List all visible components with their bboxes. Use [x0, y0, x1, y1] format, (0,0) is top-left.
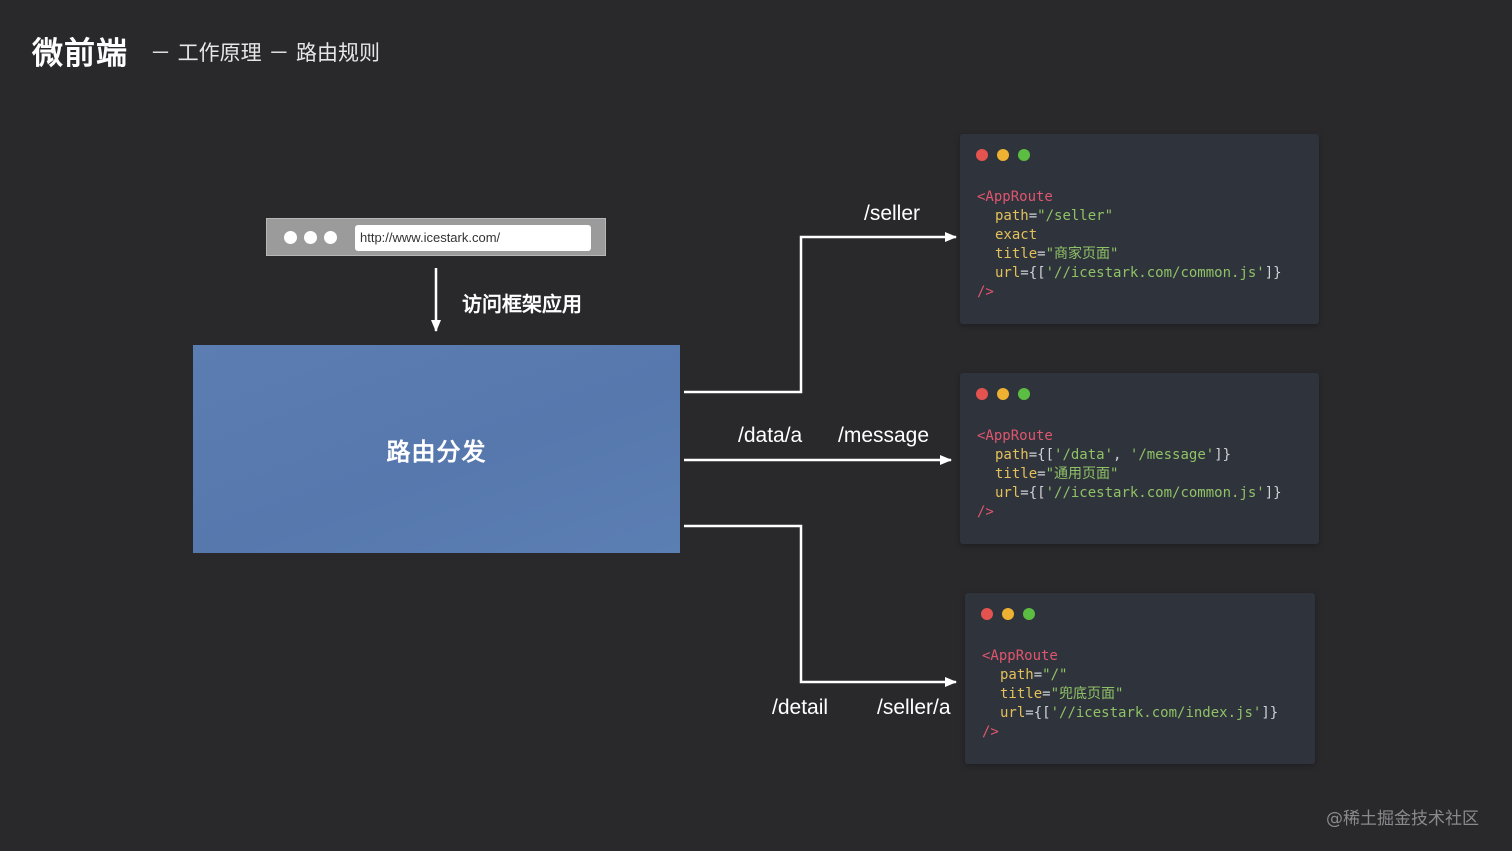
code-line: url={['//icestark.com/common.js']} — [977, 264, 1282, 283]
browser-dot-icon — [324, 231, 337, 244]
route-label-seller-a: /seller/a — [877, 696, 951, 719]
code-token: '//icestark.com/common.js' — [1045, 265, 1265, 281]
route-label-message: /message — [838, 424, 930, 447]
code-token: /> — [977, 284, 994, 300]
code-token: <AppRoute — [982, 648, 1058, 664]
code-token: url — [1000, 705, 1026, 721]
code-token: '//icestark.com/common.js' — [1045, 485, 1265, 501]
close-dot-icon — [976, 388, 988, 400]
code-token: ={[ — [1020, 485, 1046, 501]
code-token: = — [1042, 686, 1051, 702]
code-token: ={[ — [1020, 265, 1046, 281]
route-label-seller: /seller — [864, 202, 921, 225]
code-token: path — [995, 208, 1029, 224]
code-token: title — [995, 246, 1038, 262]
code-token: '/data' — [1054, 447, 1114, 463]
code-token: = — [1037, 466, 1046, 482]
code-token: ={[ — [1025, 705, 1051, 721]
router-label: 路由分发 — [386, 437, 487, 466]
browser-window: http://www.icestark.com/ — [266, 218, 606, 256]
code-line: <AppRoute — [982, 647, 1278, 666]
code-token: ]} — [1214, 447, 1232, 463]
code-line: title="通用页面" — [977, 465, 1282, 484]
watermark: @稀土掘金技术社区 — [1326, 809, 1479, 829]
code-token: '//icestark.com/index.js' — [1050, 705, 1262, 721]
code-line: <AppRoute — [977, 427, 1282, 446]
maximize-dot-icon — [1018, 149, 1030, 161]
maximize-dot-icon — [1023, 608, 1035, 620]
code-line: url={['//icestark.com/common.js']} — [977, 484, 1282, 503]
code-token: exact — [995, 227, 1038, 243]
code-token: url — [995, 485, 1021, 501]
code-token: title — [1000, 686, 1043, 702]
code-token: ]} — [1264, 265, 1282, 281]
code-token: = — [1033, 667, 1043, 683]
code-line: exact — [977, 226, 1282, 245]
minimize-dot-icon — [997, 388, 1009, 400]
browser-url-bar[interactable]: http://www.icestark.com/ — [355, 225, 591, 251]
code-token: path — [1000, 667, 1034, 683]
code-token: title — [995, 466, 1038, 482]
code-token: url — [995, 265, 1021, 281]
maximize-dot-icon — [1018, 388, 1030, 400]
minimize-dot-icon — [997, 149, 1009, 161]
code-token: = — [1028, 208, 1038, 224]
browser-dot-icon — [284, 231, 297, 244]
code-token: ]} — [1261, 705, 1279, 721]
close-dot-icon — [976, 149, 988, 161]
code-line: title="兜底页面" — [982, 685, 1278, 704]
page-subtitle: － 工作原理 － 路由规则 — [150, 41, 381, 65]
router-box: 路由分发 — [193, 345, 680, 553]
fallback-route-arrow — [684, 524, 957, 687]
code-token: , — [1113, 447, 1130, 463]
code-token: <AppRoute — [977, 189, 1053, 205]
code-line: url={['//icestark.com/index.js']} — [982, 704, 1278, 723]
code-line: /> — [977, 283, 1282, 302]
code-line: title="商家页面" — [977, 245, 1282, 264]
browser-dot-icon — [304, 231, 317, 244]
code-line: path="/seller" — [977, 207, 1282, 226]
code-token: "/seller" — [1037, 208, 1114, 224]
code-token: '/message' — [1129, 447, 1215, 463]
code-token: /> — [977, 504, 994, 520]
code-token: <AppRoute — [977, 428, 1053, 444]
code-token: "兜底页面" — [1050, 686, 1124, 702]
code-line: /> — [982, 723, 1278, 742]
code-token: ]} — [1264, 485, 1282, 501]
seller-route-arrow — [684, 232, 957, 394]
page-title: 微前端 — [32, 36, 128, 72]
code-line: <AppRoute — [977, 188, 1282, 207]
route-label-data: /data/a — [738, 424, 803, 447]
close-dot-icon — [981, 608, 993, 620]
code-line: path={['/data', '/message']} — [977, 446, 1282, 465]
code-line: /> — [977, 503, 1282, 522]
code-token: "商家页面" — [1045, 246, 1119, 262]
code-token: ={[ — [1028, 447, 1055, 463]
code-token: "通用页面" — [1045, 466, 1119, 482]
code-token: /> — [982, 724, 999, 740]
code-token: = — [1037, 246, 1046, 262]
code-token: path — [995, 447, 1029, 463]
code-token: "/" — [1042, 667, 1068, 683]
minimize-dot-icon — [1002, 608, 1014, 620]
route-label-detail: /detail — [772, 696, 829, 719]
access-framework-label: 访问框架应用 — [462, 292, 582, 316]
code-line: path="/" — [982, 666, 1278, 685]
